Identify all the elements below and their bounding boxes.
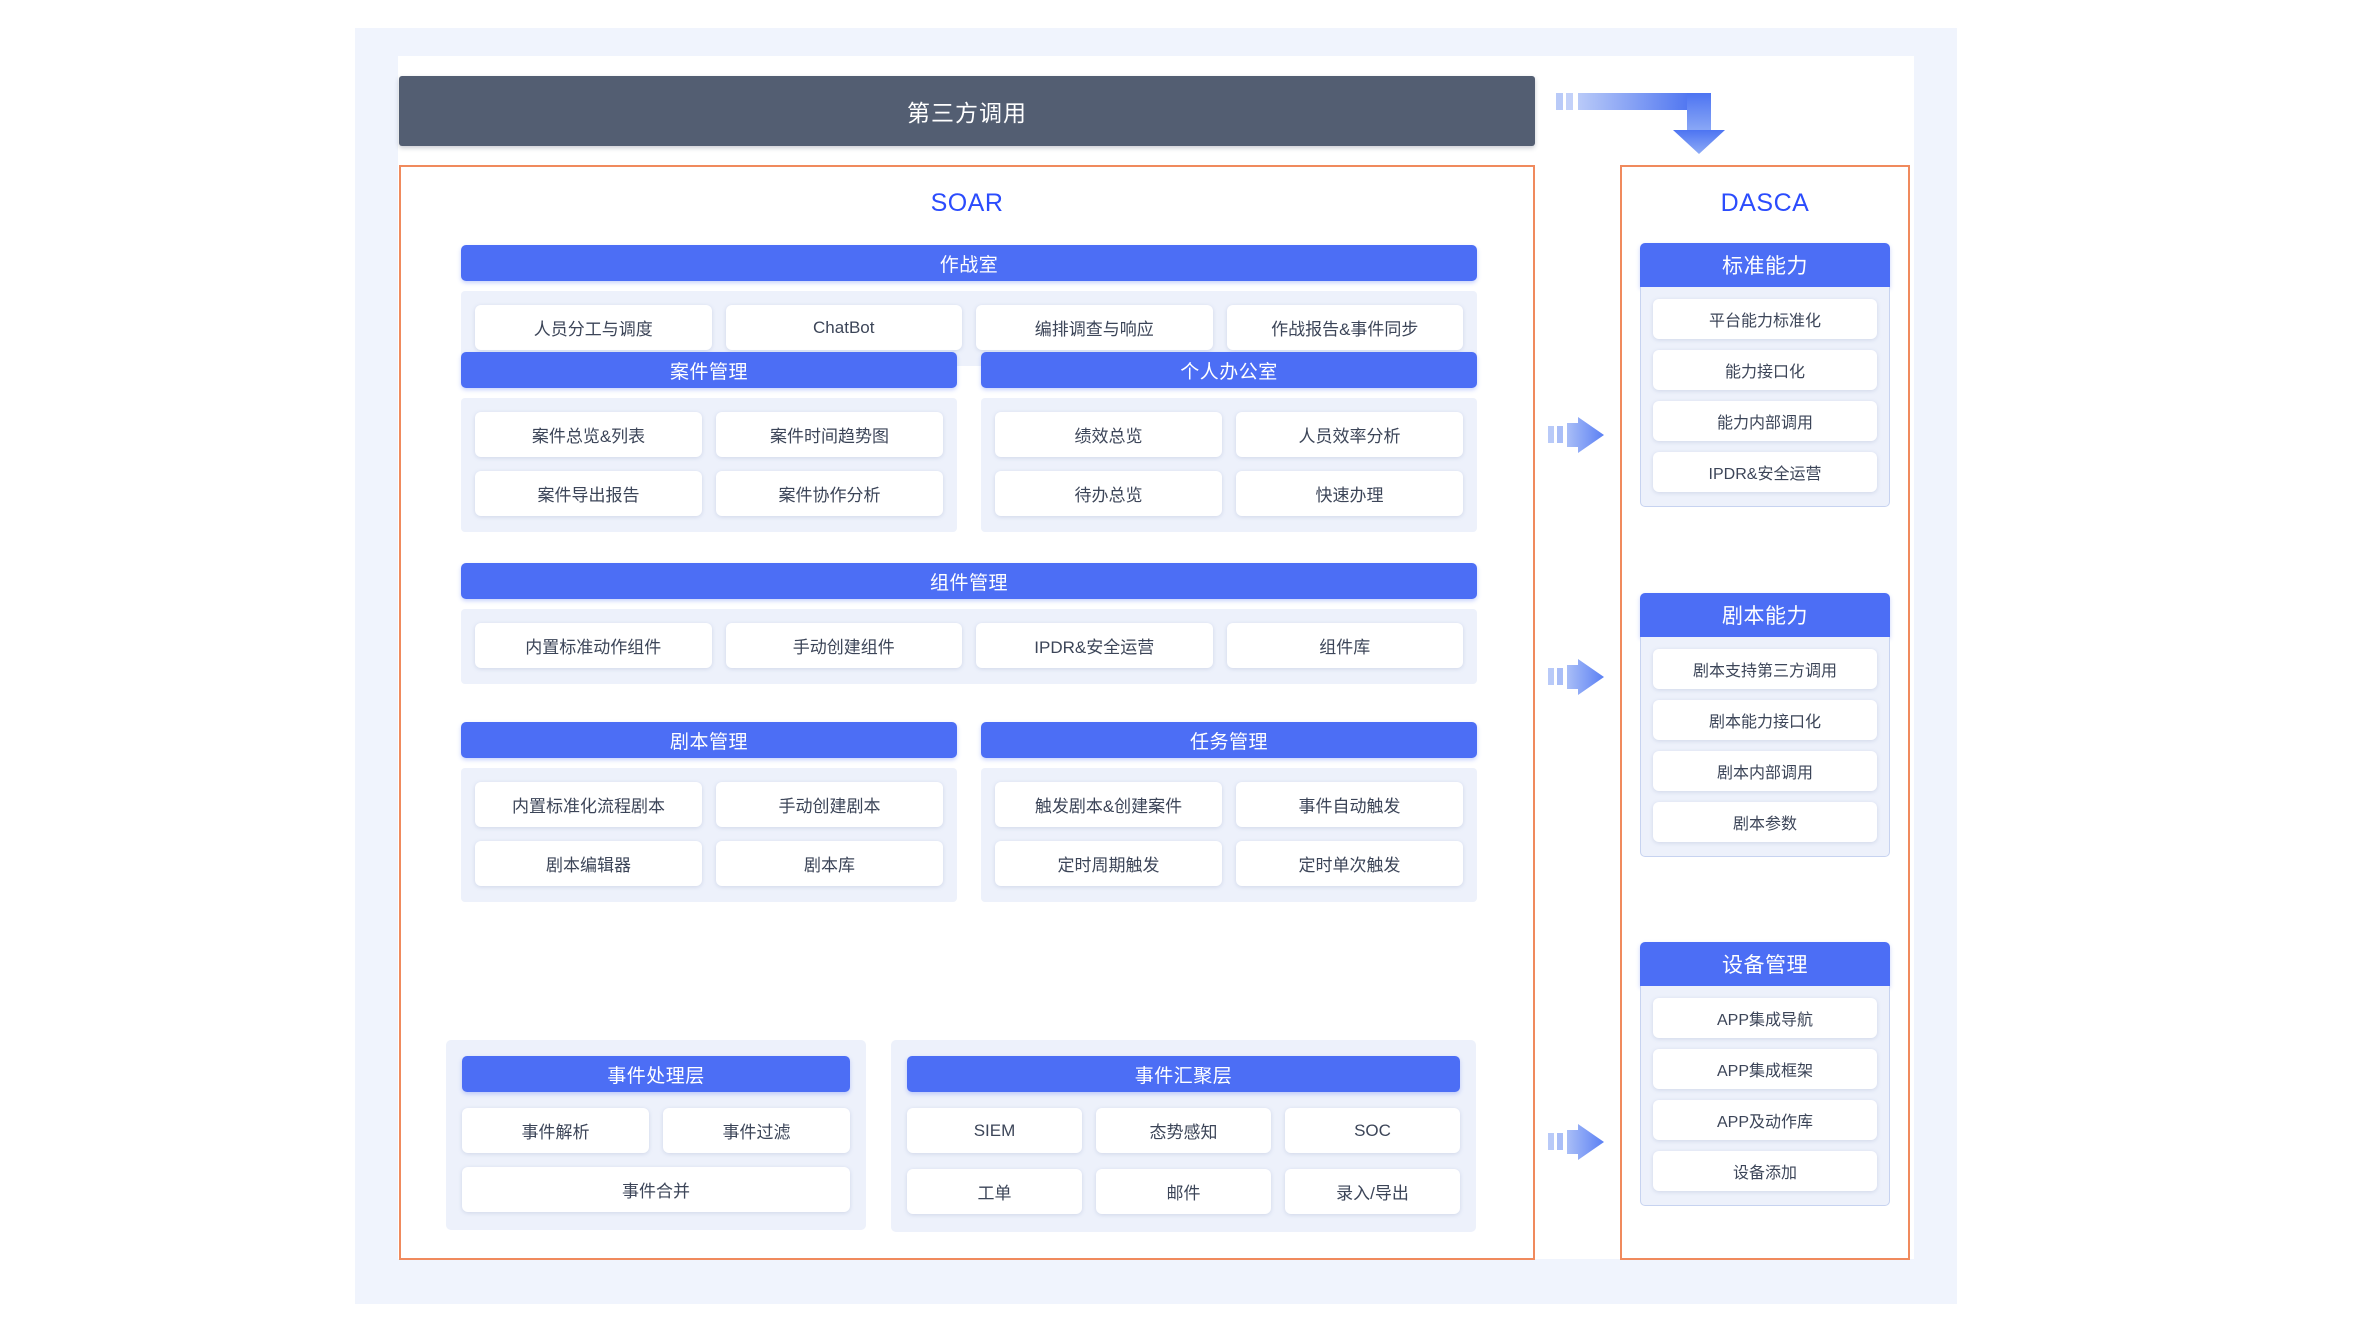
playbook-management-header: 剧本管理 (461, 722, 957, 758)
soar-panel: SOAR 作战室 人员分工与调度 ChatBot 编排调查与响应 作战报告&事件… (399, 165, 1535, 1260)
item-device-2[interactable]: APP及动作库 (1653, 1100, 1877, 1140)
item-device-0[interactable]: APP集成导航 (1653, 998, 1877, 1038)
component-management-header: 组件管理 (461, 563, 1477, 599)
item-office-1[interactable]: 人员效率分析 (1236, 412, 1463, 457)
item-office-0[interactable]: 绩效总览 (995, 412, 1222, 457)
item-standard-1[interactable]: 能力接口化 (1653, 350, 1877, 390)
dasca-panel: DASCA 标准能力 平台能力标准化 能力接口化 能力内部调用 IPDR&安全运… (1620, 165, 1910, 1260)
item-event-merge[interactable]: 事件合并 (462, 1167, 850, 1212)
personal-office-items: 绩效总览 人员效率分析 待办总览 快速办理 (981, 398, 1477, 532)
item-device-3[interactable]: 设备添加 (1653, 1151, 1877, 1191)
item-task-0[interactable]: 触发剧本&创建案件 (995, 782, 1222, 827)
group-device-management: 设备管理 APP集成导航 APP集成框架 APP及动作库 设备添加 (1640, 942, 1890, 1206)
device-management-header: 设备管理 (1640, 942, 1890, 986)
case-management-items: 案件总览&列表 案件时间趋势图 案件导出报告 案件协作分析 (461, 398, 957, 532)
dasca-title: DASCA (1720, 189, 1810, 217)
item-playbook-0[interactable]: 内置标准化流程剧本 (475, 782, 702, 827)
block-case-management: 案件管理 案件总览&列表 案件时间趋势图 案件导出报告 案件协作分析 (461, 352, 957, 532)
group-standard-capability: 标准能力 平台能力标准化 能力接口化 能力内部调用 IPDR&安全运营 (1640, 243, 1890, 507)
block-component-management: 组件管理 内置标准动作组件 手动创建组件 IPDR&安全运营 组件库 (461, 563, 1477, 684)
item-event-collect-5[interactable]: 录入/导出 (1285, 1169, 1460, 1214)
item-event-collect-1[interactable]: 态势感知 (1096, 1108, 1271, 1153)
event-collect-header: 事件汇聚层 (907, 1056, 1460, 1092)
item-playbook-cap-3[interactable]: 剧本参数 (1653, 802, 1877, 842)
personal-office-header: 个人办公室 (981, 352, 1477, 388)
item-device-1[interactable]: APP集成框架 (1653, 1049, 1877, 1089)
block-playbook-management: 剧本管理 内置标准化流程剧本 手动创建剧本 剧本编辑器 剧本库 (461, 722, 957, 902)
item-case-0[interactable]: 案件总览&列表 (475, 412, 702, 457)
playbook-management-items: 内置标准化流程剧本 手动创建剧本 剧本编辑器 剧本库 (461, 768, 957, 902)
event-collect-row-1: SIEM 态势感知 SOC (907, 1108, 1460, 1153)
item-component-3[interactable]: 组件库 (1226, 623, 1463, 668)
item-event-collect-3[interactable]: 工单 (907, 1169, 1082, 1214)
standard-capability-items: 平台能力标准化 能力接口化 能力内部调用 IPDR&安全运营 (1640, 287, 1890, 507)
task-management-items: 触发剧本&创建案件 事件自动触发 定时周期触发 定时单次触发 (981, 768, 1477, 902)
item-playbook-cap-1[interactable]: 剧本能力接口化 (1653, 700, 1877, 740)
playbook-capability-items: 剧本支持第三方调用 剧本能力接口化 剧本内部调用 剧本参数 (1640, 637, 1890, 857)
item-event-collect-2[interactable]: SOC (1285, 1108, 1460, 1153)
item-component-1[interactable]: 手动创建组件 (725, 623, 962, 668)
item-standard-0[interactable]: 平台能力标准化 (1653, 299, 1877, 339)
group-playbook-capability: 剧本能力 剧本支持第三方调用 剧本能力接口化 剧本内部调用 剧本参数 (1640, 593, 1890, 857)
task-management-header: 任务管理 (981, 722, 1477, 758)
block-event-process-layer: 事件处理层 事件解析 事件过滤 事件合并 (446, 1040, 866, 1230)
block-war-room: 作战室 人员分工与调度 ChatBot 编排调查与响应 作战报告&事件同步 (461, 245, 1477, 366)
third-party-call-bar: 第三方调用 (399, 76, 1535, 146)
event-process-row: 事件解析 事件过滤 (462, 1108, 850, 1153)
item-office-3[interactable]: 快速办理 (1236, 471, 1463, 516)
motion-arrow-right-icon-3 (1548, 1122, 1608, 1162)
item-case-3[interactable]: 案件协作分析 (716, 471, 943, 516)
case-management-header: 案件管理 (461, 352, 957, 388)
item-war-room-1[interactable]: ChatBot (725, 305, 962, 350)
war-room-header: 作战室 (461, 245, 1477, 281)
event-process-header: 事件处理层 (462, 1056, 850, 1092)
item-event-collect-4[interactable]: 邮件 (1096, 1169, 1271, 1214)
block-task-management: 任务管理 触发剧本&创建案件 事件自动触发 定时周期触发 定时单次触发 (981, 722, 1477, 902)
item-component-0[interactable]: 内置标准动作组件 (475, 623, 712, 668)
item-playbook-3[interactable]: 剧本库 (716, 841, 943, 886)
item-playbook-cap-2[interactable]: 剧本内部调用 (1653, 751, 1877, 791)
item-standard-2[interactable]: 能力内部调用 (1653, 401, 1877, 441)
motion-arrow-right-icon-2 (1548, 657, 1608, 697)
soar-title: SOAR (930, 189, 1004, 217)
item-component-2[interactable]: IPDR&安全运营 (976, 623, 1213, 668)
component-management-items: 内置标准动作组件 手动创建组件 IPDR&安全运营 组件库 (461, 609, 1477, 684)
item-standard-3[interactable]: IPDR&安全运营 (1653, 452, 1877, 492)
motion-arrow-right-icon-1 (1548, 415, 1608, 455)
item-task-1[interactable]: 事件自动触发 (1236, 782, 1463, 827)
device-management-items: APP集成导航 APP集成框架 APP及动作库 设备添加 (1640, 986, 1890, 1206)
item-playbook-1[interactable]: 手动创建剧本 (716, 782, 943, 827)
event-collect-row-2: 工单 邮件 录入/导出 (907, 1169, 1460, 1214)
block-personal-office: 个人办公室 绩效总览 人员效率分析 待办总览 快速办理 (981, 352, 1477, 532)
item-playbook-2[interactable]: 剧本编辑器 (475, 841, 702, 886)
standard-capability-header: 标准能力 (1640, 243, 1890, 287)
item-case-1[interactable]: 案件时间趋势图 (716, 412, 943, 457)
item-case-2[interactable]: 案件导出报告 (475, 471, 702, 516)
item-war-room-0[interactable]: 人员分工与调度 (475, 305, 712, 350)
third-party-call-label: 第三方调用 (907, 100, 1027, 126)
item-office-2[interactable]: 待办总览 (995, 471, 1222, 516)
item-event-process-0[interactable]: 事件解析 (462, 1108, 649, 1153)
bent-arrow-down-icon (1556, 82, 1786, 154)
item-war-room-2[interactable]: 编排调查与响应 (976, 305, 1213, 350)
item-event-process-1[interactable]: 事件过滤 (663, 1108, 850, 1153)
item-task-3[interactable]: 定时单次触发 (1236, 841, 1463, 886)
item-playbook-cap-0[interactable]: 剧本支持第三方调用 (1653, 649, 1877, 689)
block-event-collect-layer: 事件汇聚层 SIEM 态势感知 SOC 工单 邮件 录入/导出 (891, 1040, 1476, 1232)
item-event-collect-0[interactable]: SIEM (907, 1108, 1082, 1153)
item-task-2[interactable]: 定时周期触发 (995, 841, 1222, 886)
playbook-capability-header: 剧本能力 (1640, 593, 1890, 637)
item-war-room-3[interactable]: 作战报告&事件同步 (1226, 305, 1463, 350)
